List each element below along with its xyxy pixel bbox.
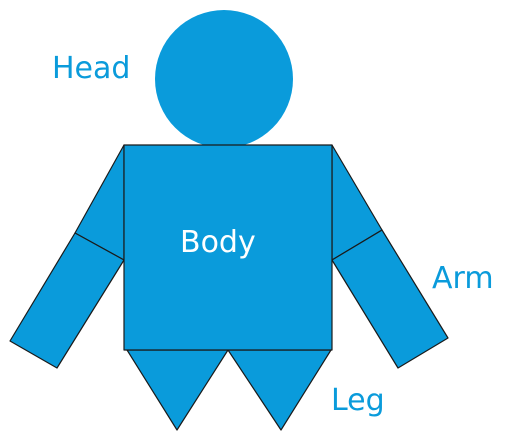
body-label: Body [180,228,256,258]
left-lower-arm-shape [10,233,124,368]
right-leg-shape [228,350,331,430]
left-leg-shape [127,350,228,430]
right-lower-arm-shape [332,230,448,368]
head-label: Head [52,54,130,84]
head-shape [155,10,293,148]
leg-label: Leg [331,386,385,416]
arm-label: Arm [432,264,494,294]
